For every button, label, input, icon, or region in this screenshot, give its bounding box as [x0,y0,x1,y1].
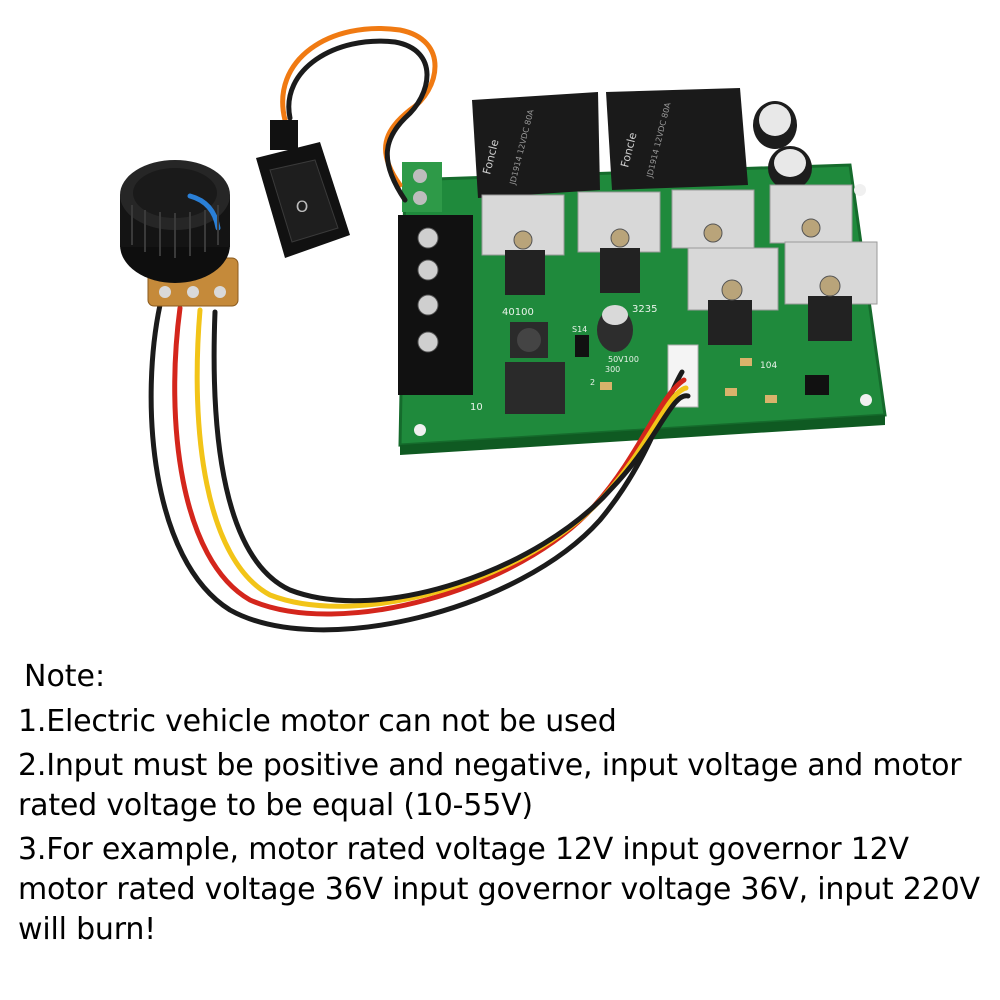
switch-symbol: O [296,197,309,216]
label-s14: S14 [572,325,587,334]
switch-wires [280,26,438,203]
product-photo: Foncle JD1914 12VDC 80A Foncle JD1914 12… [120,26,887,633]
label-300: 300 [605,365,620,374]
knob-icon [120,160,230,283]
note-item-2: 2.Input must be positive and negative, i… [18,748,962,823]
potentiometer-wires [148,302,691,633]
notes-section: Note: 1.Electric vehicle motor can not b… [18,658,993,950]
notes-title: Note: [24,659,106,694]
heatsinks [481,184,878,345]
note-item-1: 1.Electric vehicle motor can not be used [18,704,617,739]
relay-2: Foncle JD1914 12VDC 80A [606,88,748,190]
label-2: 2 [590,378,595,387]
power-terminal-block [398,215,473,395]
smd-components: 40100 3235 104 10 S14 2 300 50V100 [470,304,829,414]
capacitors [753,101,812,190]
note-item-3: 3.For example, motor rated voltage 12V i… [18,832,980,947]
rocker-switch-icon: O [256,120,350,258]
label-3235: 3235 [632,304,657,315]
relay-1: Foncle JD1914 12VDC 80A [472,92,600,198]
green-terminal-block [402,162,442,212]
motor-controller-illustration: Foncle JD1914 12VDC 80A Foncle JD1914 12… [120,26,887,633]
label-cap: 50V100 [608,355,639,364]
label-40100: 40100 [502,307,534,318]
label-104: 104 [760,361,777,371]
label-10: 10 [470,402,483,413]
